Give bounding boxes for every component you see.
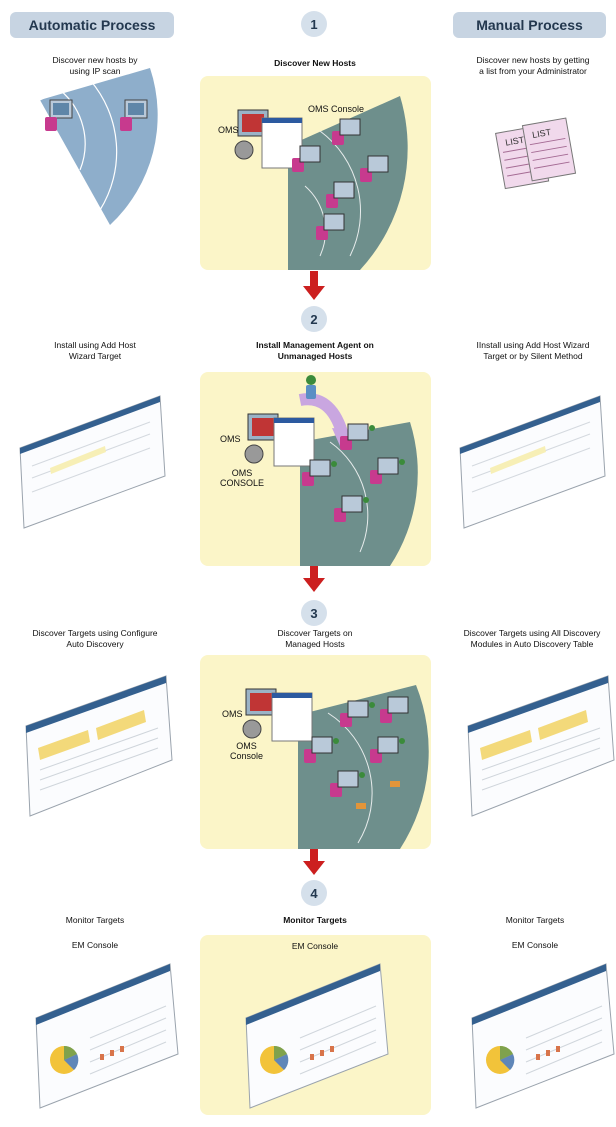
- step-3-badge: 3: [301, 600, 327, 626]
- step-3-console-label: OMS Console: [230, 741, 264, 761]
- step-4-panel: EM Console: [200, 935, 431, 1115]
- step-2-title-text: Install Management Agent on Unmanaged Ho…: [256, 340, 374, 361]
- step-2-console-label: OMS CONSOLE: [220, 468, 265, 488]
- em-console-screenshot-right: [471, 963, 615, 1109]
- step-1-manual-text: Discover new hosts by getting a list fro…: [476, 55, 590, 76]
- agent-icon: [306, 375, 316, 399]
- auto-discovery-screenshot-left: [25, 675, 173, 817]
- step-4-manual-console-label: EM Console: [511, 940, 559, 950]
- manual-process-header: Manual Process: [453, 12, 606, 38]
- step-2-automatic-text: Install using Add Host Wizard Target: [54, 340, 136, 361]
- step-1-console-label: OMS Console: [308, 104, 365, 114]
- oms-server-icon: [244, 413, 279, 464]
- step-3-automatic-text: Discover Targets using Configure Auto Di…: [32, 628, 158, 649]
- step-1-badge: 1: [301, 11, 327, 37]
- step-1-panel: OMS OMS Console: [200, 76, 431, 270]
- host-icon: [120, 99, 148, 131]
- list-document-icon: LIST: [521, 117, 577, 182]
- host-icon: [45, 99, 73, 131]
- em-console-screenshot-center: [245, 963, 389, 1109]
- step-4-automatic-text: Monitor Targets: [65, 915, 125, 925]
- automatic-process-header: Automatic Process: [10, 12, 174, 38]
- step-3-graphics: [242, 688, 409, 809]
- ip-scan-hosts: [45, 99, 148, 131]
- em-console-screenshot-left: [35, 963, 179, 1109]
- oms-console-window-icon: [271, 692, 313, 742]
- step-3-panel: OMS OMS Console: [200, 655, 431, 849]
- step-3-title-text: Discover Targets on Managed Hosts: [277, 628, 353, 649]
- auto-discovery-screenshot-right: [467, 675, 615, 817]
- step-1-automatic-caption: Discover new hosts by using IP scan: [20, 55, 170, 76]
- add-host-wizard-screenshot-right: [459, 395, 606, 529]
- step-4-badge: 4: [301, 880, 327, 906]
- step-4-manual-caption: Monitor Targets: [460, 915, 610, 926]
- oms-console-window-icon: [273, 417, 315, 467]
- step-2-manual-caption: IInstall using Add Host Wizard Target or…: [450, 340, 616, 361]
- step-1-automatic-text: Discover new hosts by using IP scan: [52, 55, 138, 76]
- step-3-manual-text: Discover Targets using All Discovery Mod…: [463, 628, 601, 649]
- step-2-graphics: [244, 375, 405, 522]
- list-label-1: LIST: [505, 135, 526, 148]
- step-2-title: Install Management Agent on Unmanaged Ho…: [222, 340, 408, 361]
- step-3-manual-caption: Discover Targets using All Discovery Mod…: [448, 628, 616, 649]
- list-documents: LIST LIST: [495, 117, 577, 190]
- list-label-2: LIST: [531, 127, 552, 140]
- deploy-arrow: [298, 393, 348, 434]
- step-1-hosts: [234, 109, 389, 240]
- step-3-automatic-caption: Discover Targets using Configure Auto Di…: [10, 628, 180, 649]
- step-4-automatic-caption: Monitor Targets: [20, 915, 170, 926]
- step-1-manual-caption: Discover new hosts by getting a list fro…: [450, 55, 616, 76]
- step-4-title-text: Monitor Targets: [283, 915, 347, 925]
- step-1-title-text: Discover New Hosts: [274, 58, 356, 68]
- step-2-panel: OMS OMS CONSOLE: [200, 372, 431, 566]
- step-2-badge: 2: [301, 306, 327, 332]
- step-3-oms-label: OMS: [222, 709, 243, 719]
- oms-server-icon: [242, 688, 277, 739]
- step-3-title: Discover Targets on Managed Hosts: [230, 628, 400, 649]
- step-4-title: Monitor Targets: [230, 915, 400, 926]
- step-1-oms-label: OMS: [218, 125, 239, 135]
- step-4-automatic-console-label: EM Console: [71, 940, 119, 950]
- step-4-manual-text: Monitor Targets: [505, 915, 565, 925]
- step-2-automatic-caption: Install using Add Host Wizard Target: [20, 340, 170, 361]
- step-4-center-console-label: EM Console: [291, 941, 339, 951]
- step-1-title: Discover New Hosts: [230, 58, 400, 69]
- add-host-wizard-screenshot-left: [19, 395, 166, 529]
- step-2-manual-text: IInstall using Add Host Wizard Target or…: [476, 340, 590, 361]
- step-2-oms-label: OMS: [220, 434, 241, 444]
